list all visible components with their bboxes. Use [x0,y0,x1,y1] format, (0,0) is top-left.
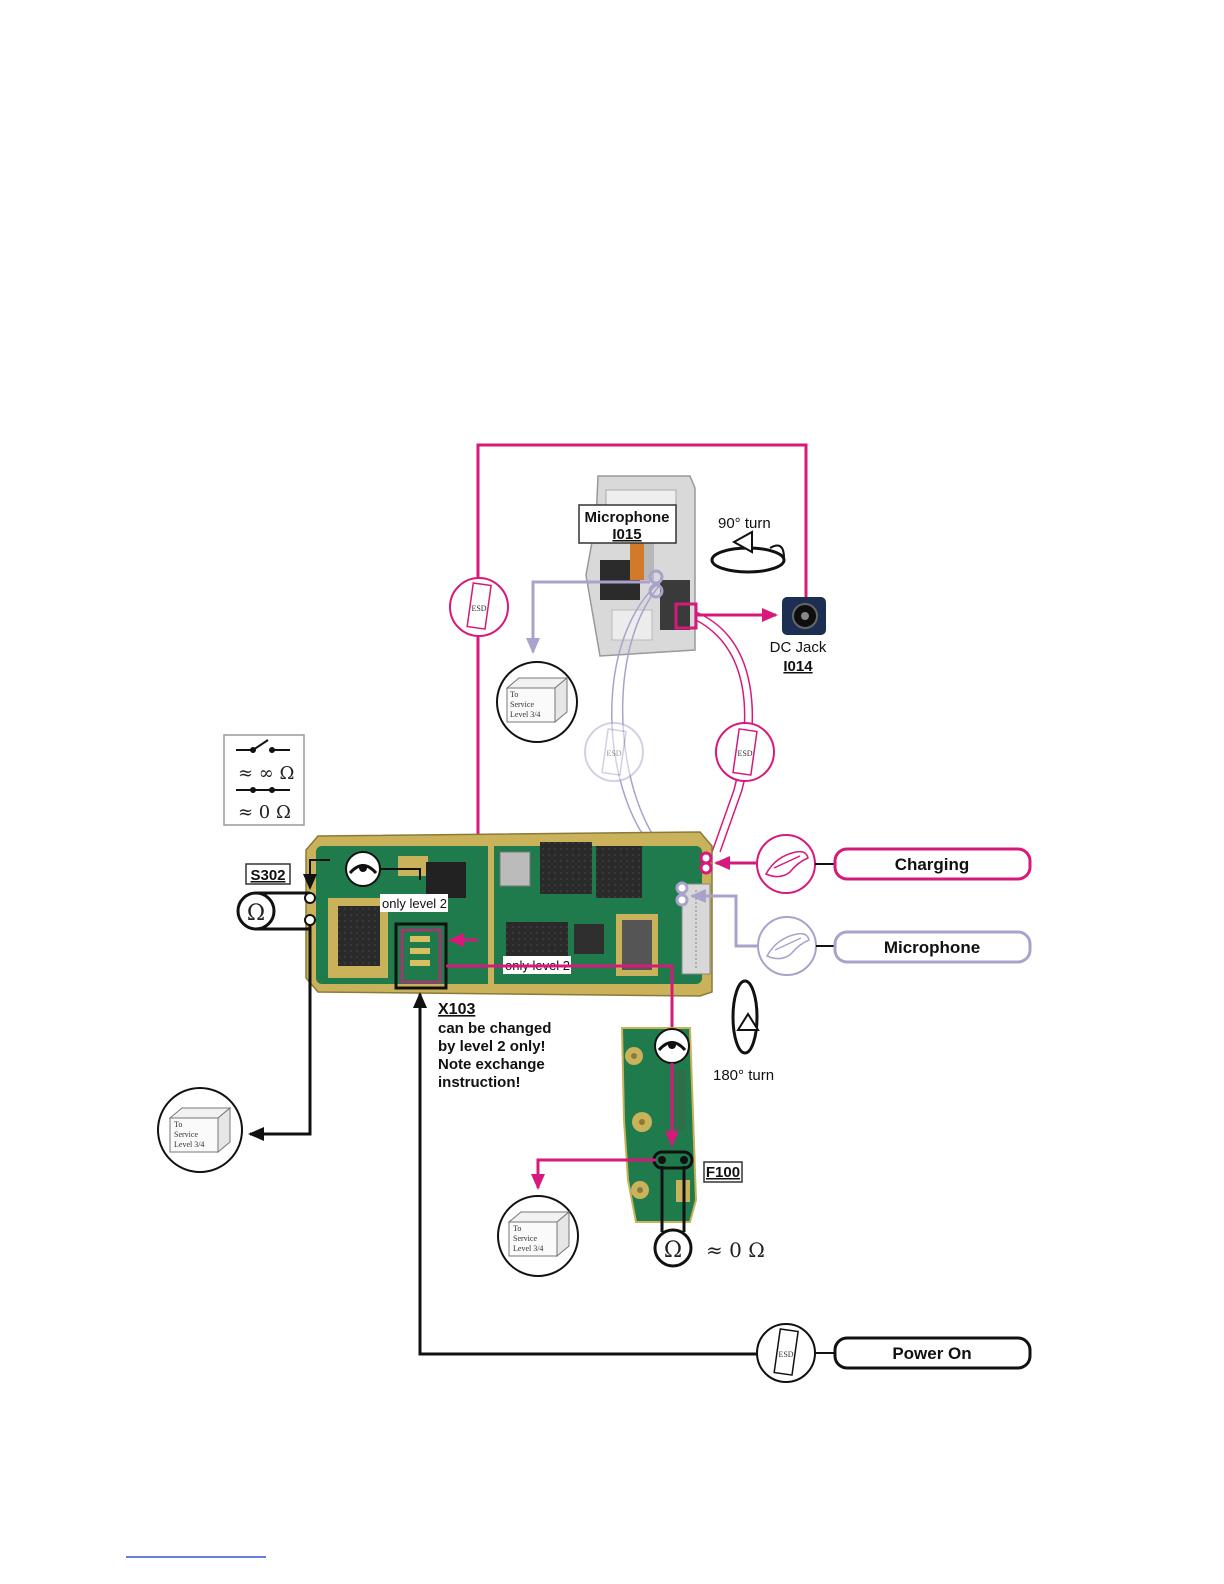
hand-charging-icon [757,835,815,893]
svg-text:Ω: Ω [247,901,265,926]
esd-strap-icon-3: ESD [716,723,774,781]
svg-text:Service: Service [510,700,534,709]
ohm-meter-icon-s302: Ω [238,893,315,929]
x103-note-1: can be changed [438,1020,551,1037]
turn-90-label: 90° turn [718,515,771,532]
svg-text:To: To [174,1120,182,1129]
switch-rotate-icon-flex [655,1029,689,1063]
service-box-icon-1: To Service Level 3/4 [497,662,577,742]
rotate-icon [712,532,784,572]
mic-board-contact-1 [677,883,687,893]
x103-note-4: instruction! [438,1074,521,1091]
switch-symbol-legend: ≈ ∞ Ω ≈ 0 Ω [224,735,304,825]
dc-jack-ref: I014 [783,658,813,675]
svg-text:ESD: ESD [778,1350,793,1359]
service-box-icon-3: To Service Level 3/4 [498,1196,578,1276]
dc-jack-icon [782,597,826,635]
svg-text:Service: Service [513,1234,537,1243]
svg-text:ESD: ESD [737,749,752,758]
service-box-icon-2: To Service Level 3/4 [158,1088,242,1172]
only-level2-a: only level 2 [382,896,447,911]
svg-text:To: To [513,1224,521,1233]
svg-text:Ω: Ω [664,1238,682,1263]
microphone-ref: I015 [612,526,641,543]
svg-text:ESD: ESD [471,604,486,613]
esd-strap-icon-power: ESD [757,1324,815,1382]
svg-text:ESD: ESD [606,749,621,758]
power-on-pill-label: Power On [892,1344,971,1363]
charging-pill-label: Charging [895,855,970,874]
svg-text:To: To [510,690,518,699]
mic-board-contact-2 [677,895,687,905]
svg-text:Level 3/4: Level 3/4 [510,710,540,719]
dc-jack-label: DC Jack [770,639,827,656]
x103-note-2: by level 2 only! [438,1038,546,1055]
esd-strap-icon-2: ESD [585,723,643,781]
turn-180-label: 180° turn [713,1067,774,1084]
esd-strap-icon-1: ESD [450,578,508,636]
rotate-180-icon [733,981,758,1053]
hand-microphone-icon [758,917,816,975]
x103-note-3: Note exchange [438,1056,545,1073]
svg-text:Level 3/4: Level 3/4 [174,1140,204,1149]
legend-open-label: ≈ ∞ Ω [238,763,294,784]
microphone-label: Microphone [585,509,670,526]
switch-rotate-icon-board [346,852,380,886]
legend-closed-label: ≈ 0 Ω [238,802,291,823]
svg-text:Service: Service [174,1130,198,1139]
microphone-pill-label: Microphone [884,938,980,957]
f100-approx-zero: ≈ 0 Ω [706,1238,765,1262]
black-line-to-service [250,925,310,1134]
svg-text:Level 3/4: Level 3/4 [513,1244,543,1253]
s302-label: S302 [250,867,285,884]
x103-label: X103 [438,1001,475,1018]
f100-label: F100 [706,1164,740,1181]
charging-contact-2 [701,863,711,873]
